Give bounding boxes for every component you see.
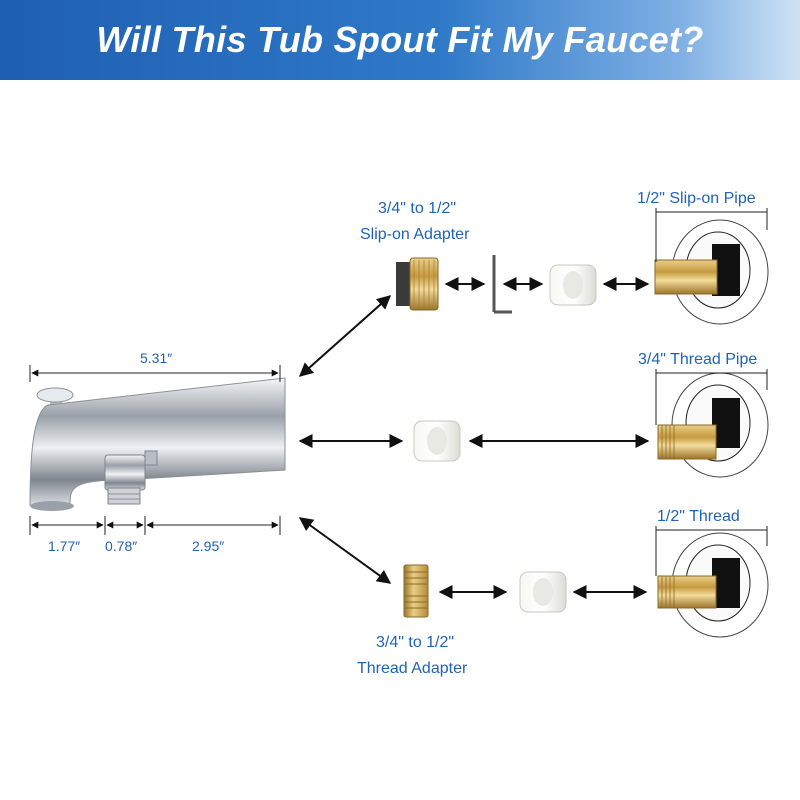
thread-adapter-label-line2: Thread Adapter — [357, 660, 468, 677]
thread-adapter-label-line1: 3/4" to 1/2" — [376, 634, 455, 651]
slipon-adapter-image — [396, 257, 439, 311]
hex-key-image — [492, 255, 512, 314]
white-ring-image — [549, 264, 597, 306]
total-length-dimension: 5.31″ — [140, 350, 173, 366]
pipe-label-brackets — [655, 208, 768, 576]
slipon-pipe-label: 1/2" Slip-on Pipe — [637, 190, 756, 207]
segment-2-dimension: 0.78″ — [105, 538, 138, 554]
white-ring-image — [519, 571, 567, 613]
dimension-lines — [29, 365, 281, 535]
title-banner — [0, 0, 800, 80]
segment-1-dimension: 1.77″ — [48, 538, 81, 554]
thread-adapter-image — [403, 564, 429, 618]
slipon-adapter-label-line2: Slip-on Adapter — [360, 226, 470, 243]
thread-12-pipe-image — [657, 532, 769, 638]
connector-arrows — [298, 295, 404, 584]
thread-pipe-34-image — [657, 372, 769, 478]
thread-12-label: 1/2" Thread — [657, 508, 740, 525]
segment-3-dimension: 2.95″ — [192, 538, 225, 554]
thread-pipe-34-label: 3/4" Thread Pipe — [638, 351, 758, 368]
slipon-pipe-image — [654, 219, 769, 325]
white-ring-image — [413, 420, 461, 462]
tub-spout-image — [29, 377, 286, 511]
slipon-adapter-label-line1: 3/4" to 1/2" — [378, 200, 457, 217]
page-title: Will This Tub Spout Fit My Faucet? — [96, 19, 704, 60]
